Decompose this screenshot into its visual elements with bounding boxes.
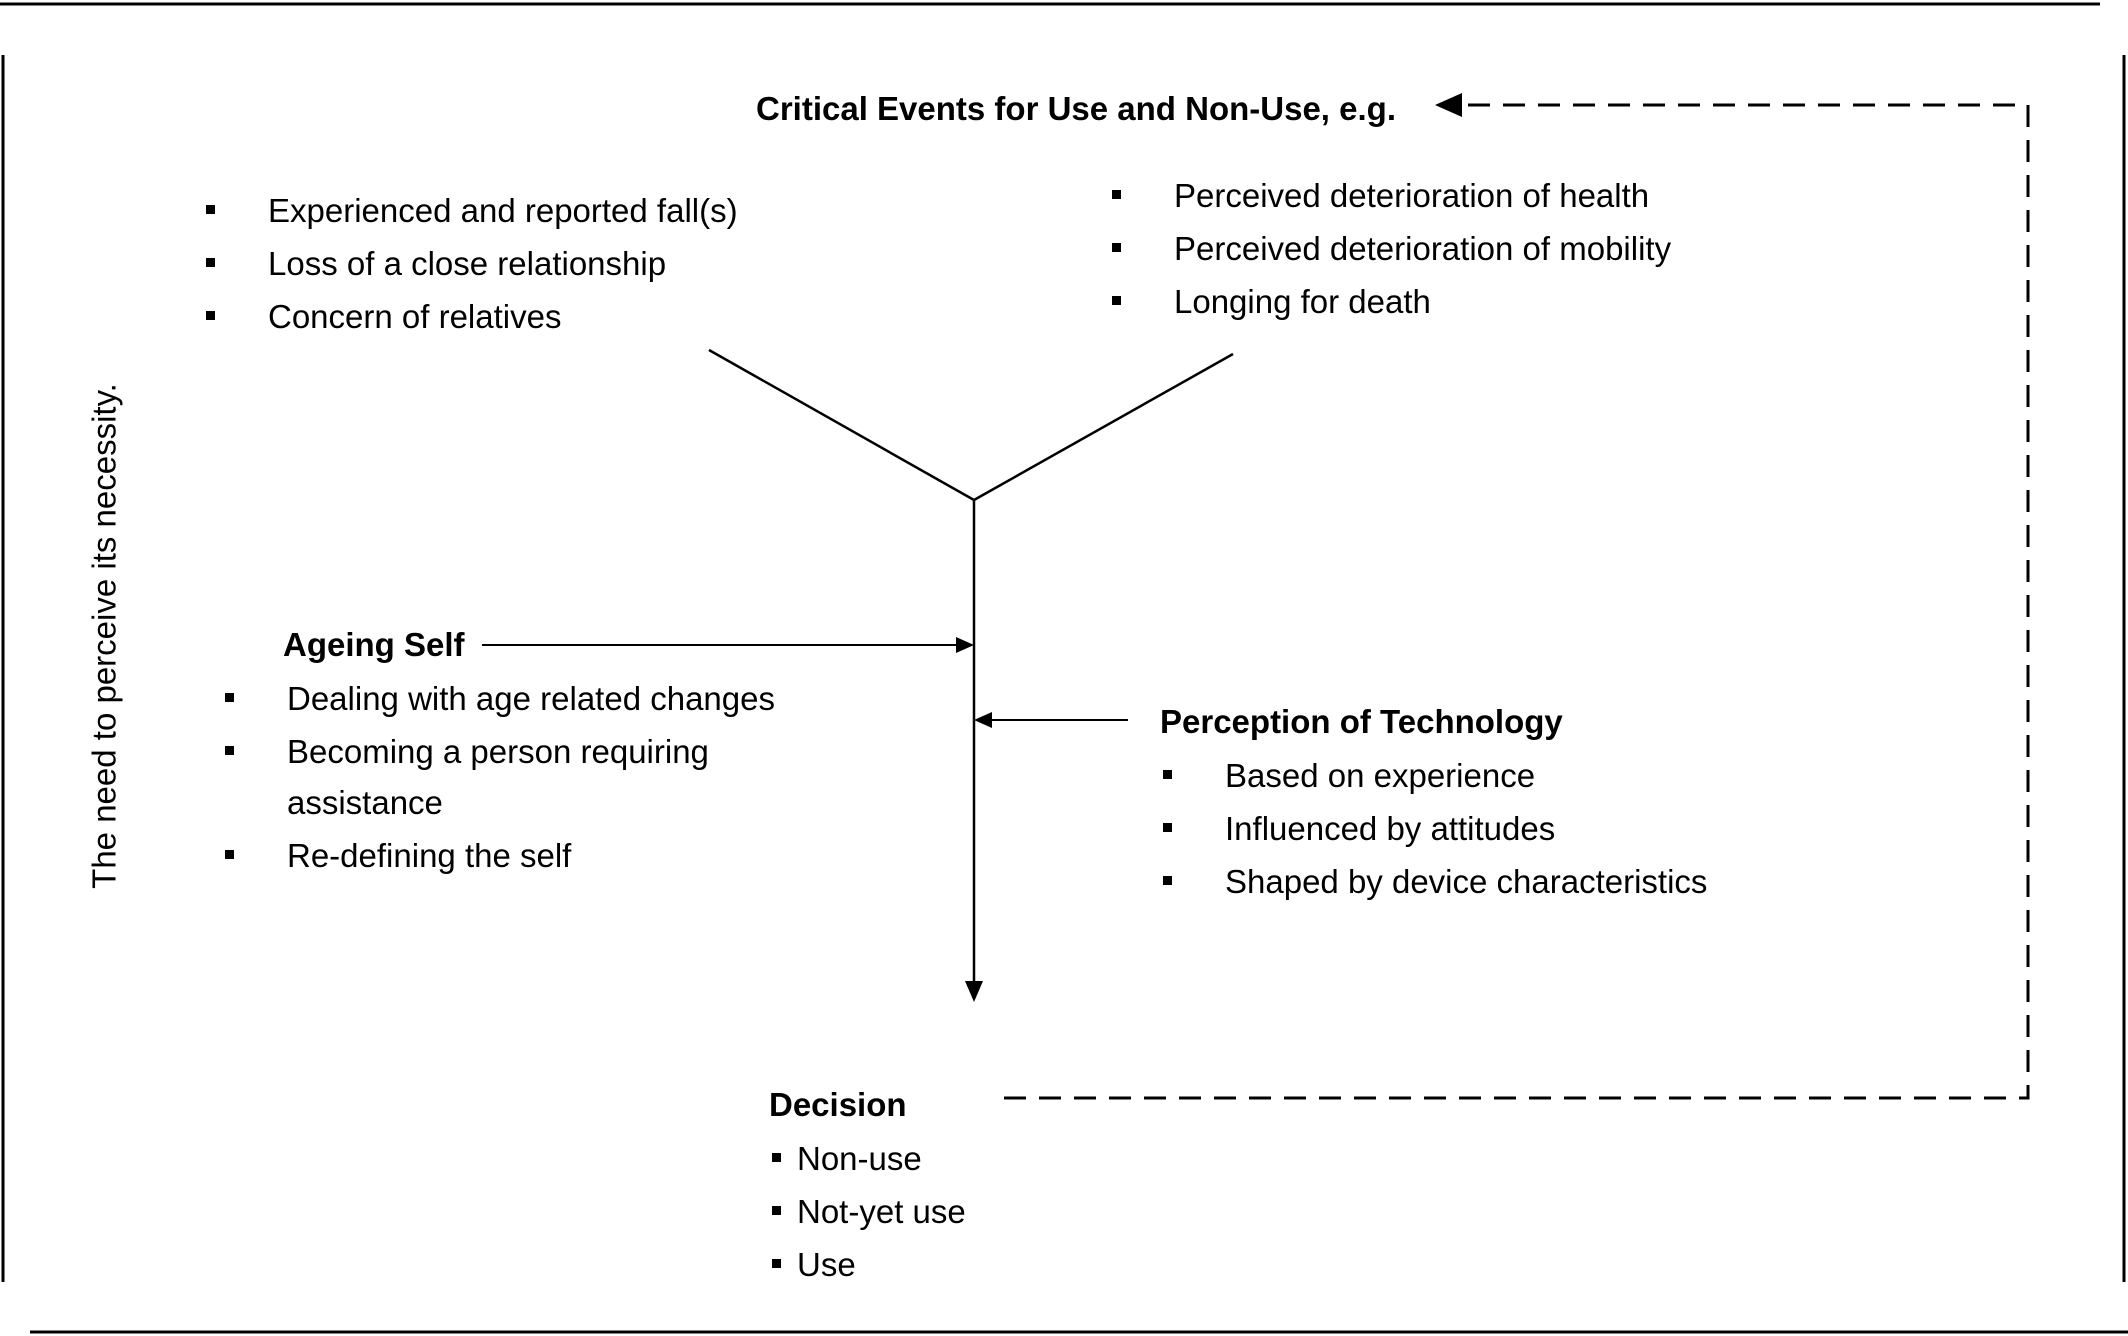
critical-event-item: Loss of a close relationship — [268, 245, 667, 282]
perception-item: Influenced by attitudes — [1225, 810, 1556, 847]
bullet-marker — [772, 1153, 781, 1162]
critical-event-item: Perceived deterioration of mobility — [1174, 230, 1672, 267]
bullet-marker — [772, 1206, 781, 1215]
perception-arrowhead — [974, 712, 992, 728]
main-flow-arrowhead — [965, 981, 983, 1002]
bullet-marker — [772, 1259, 781, 1268]
bullet-marker — [225, 693, 234, 702]
bullet-marker — [206, 311, 215, 320]
decision-item: Not-yet use — [797, 1193, 966, 1230]
critical-event-item: Perceived deterioration of health — [1174, 177, 1650, 214]
critical-event-item: Experienced and reported fall(s) — [268, 192, 738, 229]
perception-item: Shaped by device characteristics — [1225, 863, 1708, 900]
bullet-marker — [206, 205, 215, 214]
ageing-self-item-continuation: assistance — [287, 784, 443, 821]
feedback-arrowhead — [1435, 93, 1462, 117]
decision-item: Use — [797, 1246, 856, 1283]
bullet-marker — [1112, 243, 1121, 252]
bullet-marker — [1163, 770, 1172, 779]
bullet-marker — [225, 850, 234, 859]
side-label: The need to perceive its necessity. — [85, 383, 123, 889]
critical-events-title: Critical Events for Use and Non-Use, e.g… — [756, 90, 1396, 127]
critical-event-item: Concern of relatives — [268, 298, 562, 335]
feedback-dashed-loop — [1004, 103, 2030, 1100]
bullet-marker — [1112, 296, 1121, 305]
ageing-self-item: Re-defining the self — [287, 837, 572, 874]
ageing-self-arrowhead — [956, 637, 974, 653]
bullet-marker — [206, 258, 215, 267]
y-left-arm — [708, 348, 975, 502]
critical-event-item: Longing for death — [1174, 283, 1431, 320]
ageing-self-item: Dealing with age related changes — [287, 680, 775, 717]
ageing-self-title: Ageing Self — [283, 626, 465, 663]
ageing-self-item: Becoming a person requiring — [287, 733, 709, 770]
decision-title: Decision — [769, 1086, 907, 1123]
bullet-marker — [1163, 876, 1172, 885]
bullet-marker — [1112, 190, 1121, 199]
y-right-arm — [973, 352, 1234, 502]
bullet-marker — [1163, 823, 1172, 832]
perception-item: Based on experience — [1225, 757, 1536, 794]
decision-item: Non-use — [797, 1140, 922, 1177]
bullet-marker — [225, 746, 234, 755]
perception-of-technology-title: Perception of Technology — [1160, 703, 1563, 740]
